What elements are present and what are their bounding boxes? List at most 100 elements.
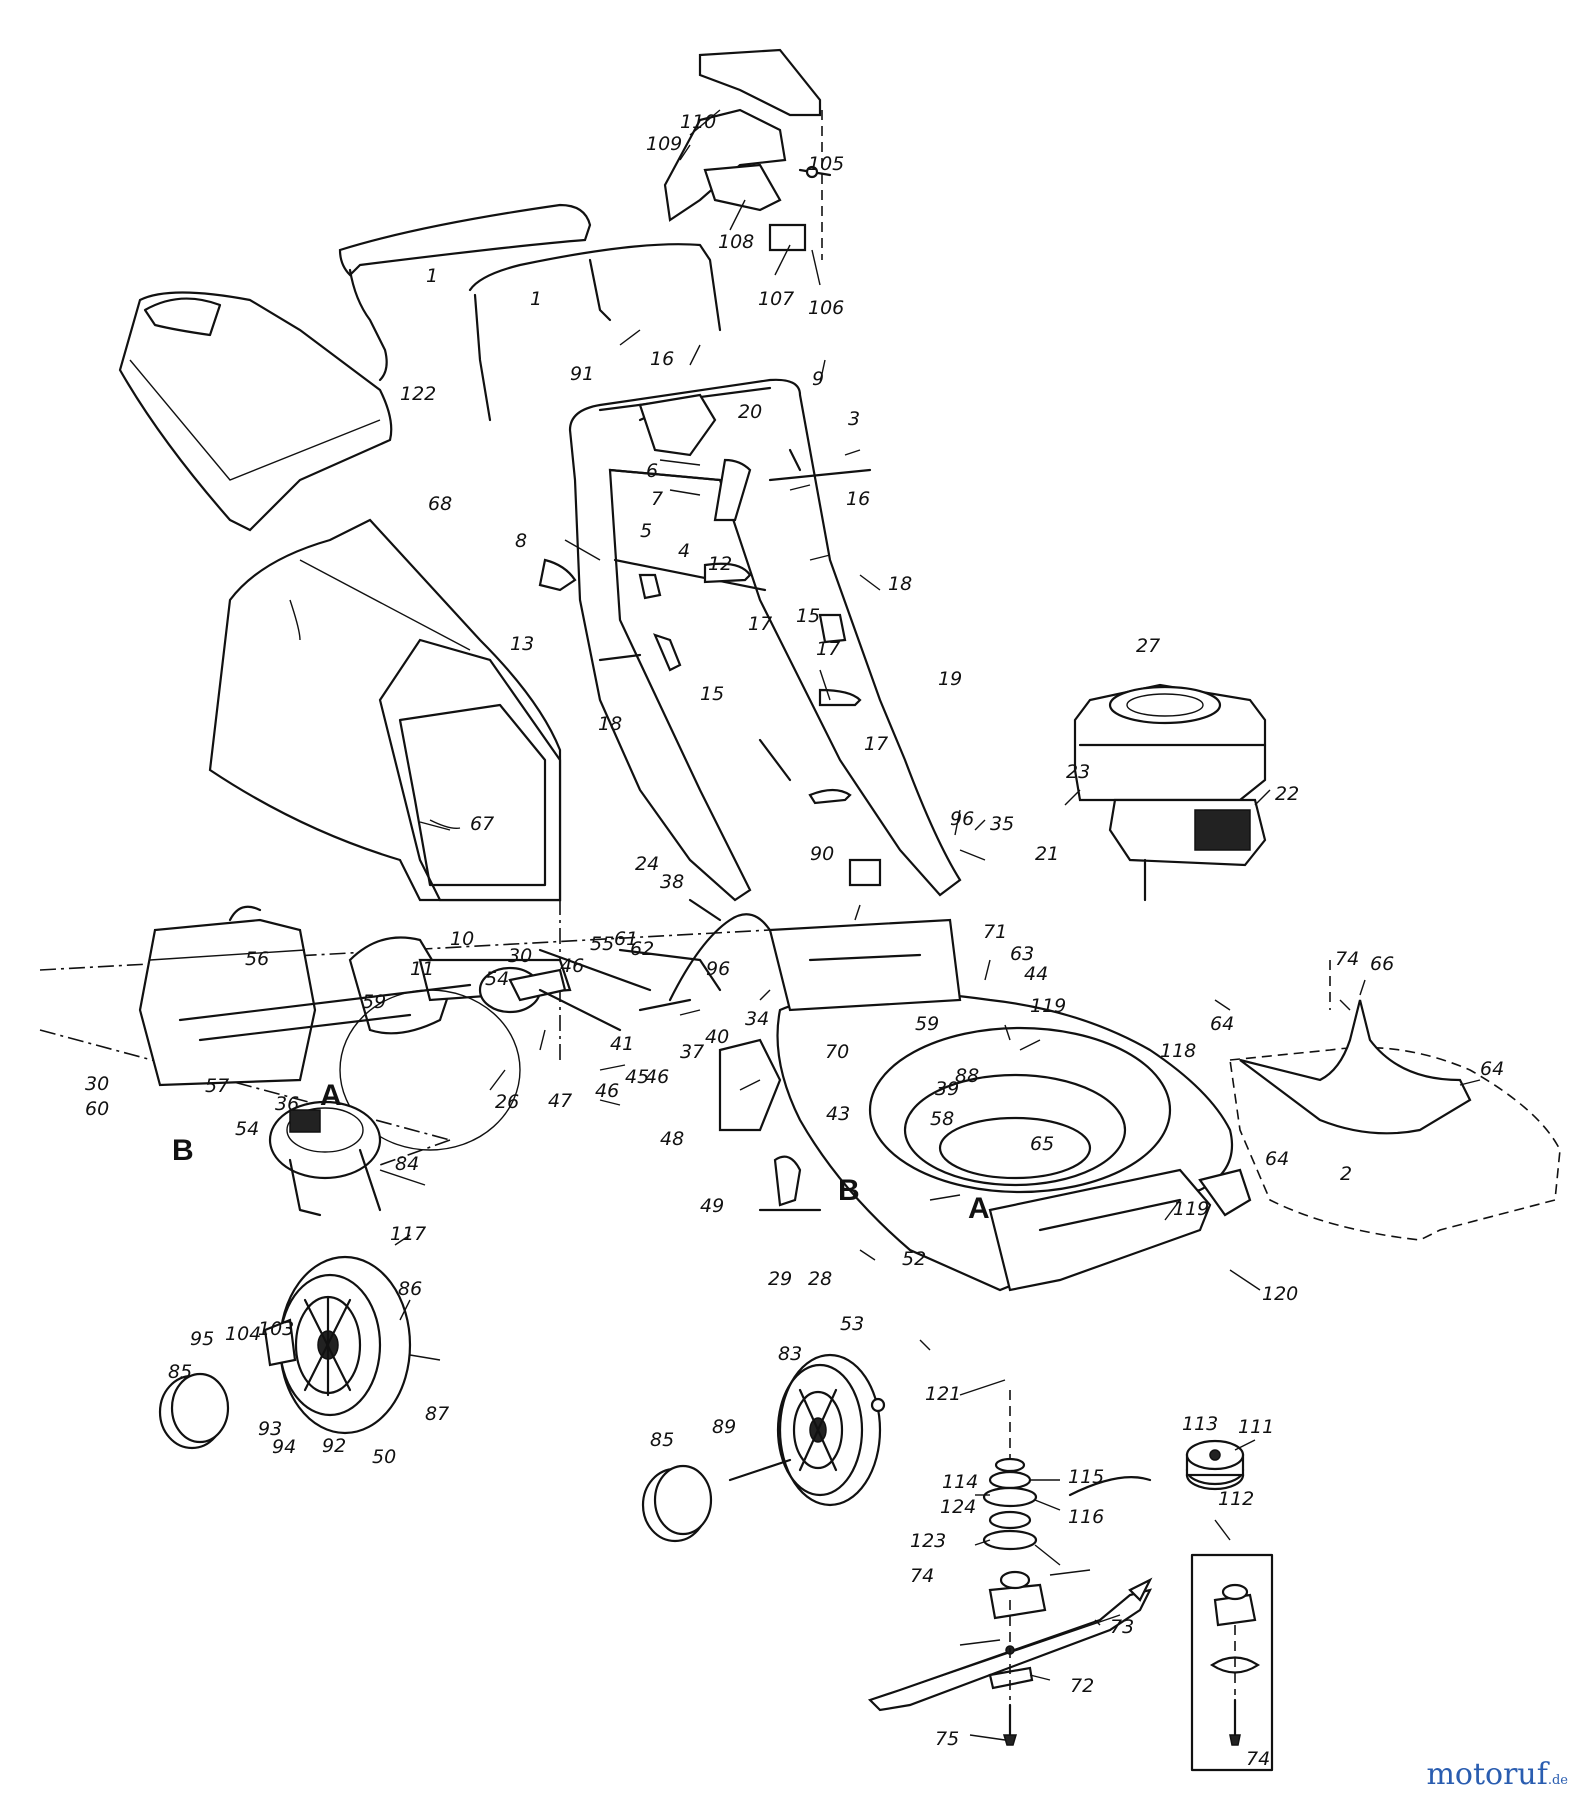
mower-deck: [776, 990, 1252, 1292]
callout-16a: 16: [650, 348, 674, 370]
upper-handle-bar-right: [468, 243, 722, 422]
callout-65: 65: [1030, 1133, 1054, 1155]
hubcap-left: [158, 1372, 230, 1450]
callout-116: 116: [1068, 1506, 1104, 1528]
callout-55: 55: [590, 933, 614, 955]
callout-2: 2: [1340, 1163, 1352, 1185]
callout-88: 88: [955, 1065, 979, 1087]
watermark-logo: motoruf.de: [1426, 1757, 1568, 1792]
engine: [1073, 683, 1267, 902]
callout-17a: 17: [748, 613, 772, 635]
callout-49: 49: [700, 1195, 724, 1217]
callout-72: 72: [1070, 1675, 1094, 1697]
callout-91: 91: [570, 363, 594, 385]
callout-23: 23: [1066, 761, 1090, 783]
callout-84: 84: [395, 1153, 419, 1175]
callout-93: 93: [258, 1418, 282, 1440]
callout-64c: 64: [1265, 1148, 1289, 1170]
callout-106: 106: [808, 297, 844, 319]
callout-64a: 64: [1210, 1013, 1234, 1035]
callout-64b: 64: [1480, 1058, 1504, 1080]
callout-75: 75: [935, 1728, 959, 1750]
callout-74c: 74: [1246, 1748, 1270, 1770]
callout-66: 66: [1370, 953, 1394, 975]
callout-20: 20: [738, 401, 762, 423]
callout-19: 19: [938, 668, 962, 690]
callout-1b: 1: [530, 288, 542, 310]
callout-37: 37: [680, 1041, 704, 1063]
callout-47: 47: [548, 1090, 572, 1112]
handle-hardware: [538, 448, 872, 805]
hubcap-right: [641, 1464, 713, 1543]
callout-28: 28: [808, 1268, 832, 1290]
callout-59a: 59: [362, 991, 386, 1013]
callout-74a: 74: [1335, 948, 1359, 970]
callout-119a: 119: [1030, 995, 1066, 1017]
callout-109: 109: [646, 133, 682, 155]
leader-lines: [379, 109, 1481, 1741]
callout-112: 112: [1218, 1488, 1254, 1510]
callout-26: 26: [495, 1091, 519, 1113]
callout-34: 34: [745, 1008, 769, 1030]
callout-87: 87: [425, 1403, 449, 1425]
callout-7: 7: [651, 488, 663, 510]
callout-41: 41: [610, 1033, 634, 1055]
rear-wheel: [263, 1255, 412, 1435]
callout-90: 90: [810, 843, 834, 865]
callout-12: 12: [708, 553, 732, 575]
control-panel-plate: [768, 858, 962, 1012]
callout-44: 44: [1024, 963, 1048, 985]
watermark-text: motoruf: [1426, 1757, 1548, 1792]
callout-73: 73: [1110, 1616, 1134, 1638]
callout-24: 24: [635, 853, 659, 875]
callout-86: 86: [398, 1278, 422, 1300]
callout-35: 35: [990, 813, 1014, 835]
reference-markers: A B B A: [172, 1079, 990, 1225]
main-handle-frame: [568, 378, 962, 902]
marker-b-right: B: [838, 1174, 860, 1207]
part-callouts: 110 109 105 108 107 106 1 1 122 91 16 20…: [85, 111, 1504, 1770]
callout-95: 95: [190, 1328, 214, 1350]
discharge-chute: [1229, 960, 1561, 1241]
callout-85b: 85: [650, 1429, 674, 1451]
callout-123: 123: [910, 1530, 946, 1552]
callout-120: 120: [1262, 1283, 1298, 1305]
wheel-height-adjuster: [268, 1100, 382, 1217]
callout-30a: 30: [508, 945, 532, 967]
callout-48: 48: [660, 1128, 684, 1150]
callout-92: 92: [322, 1435, 346, 1457]
callout-68: 68: [428, 493, 452, 515]
callout-115: 115: [1068, 1466, 1104, 1488]
callout-89: 89: [712, 1416, 736, 1438]
callout-85a: 85: [168, 1361, 192, 1383]
callout-118: 118: [1160, 1040, 1196, 1062]
callout-121: 121: [925, 1383, 961, 1405]
callout-45: 45: [625, 1066, 649, 1088]
callout-17c: 17: [864, 733, 888, 755]
callout-22: 22: [1275, 783, 1299, 805]
callout-113: 113: [1182, 1413, 1218, 1435]
callout-58: 58: [930, 1108, 954, 1130]
blade-adapter: [988, 1570, 1047, 1620]
callout-96b: 96: [706, 958, 730, 980]
callout-122: 122: [400, 383, 436, 405]
blade-bolt: [1002, 1600, 1018, 1746]
callout-52: 52: [902, 1248, 926, 1270]
callout-36: 36: [275, 1093, 299, 1115]
callout-105: 105: [808, 153, 844, 175]
rear-flap: [138, 905, 317, 1087]
callout-46a: 46: [560, 955, 584, 977]
callout-59b: 59: [915, 1013, 939, 1035]
front-wheel: [728, 1353, 886, 1507]
callout-110: 110: [680, 111, 716, 133]
callout-46b: 46: [645, 1066, 669, 1088]
callout-9: 9: [812, 368, 824, 390]
callout-60: 60: [85, 1098, 109, 1120]
callout-10: 10: [450, 928, 474, 950]
catcher-top-cover: [118, 291, 393, 532]
callout-117: 117: [390, 1223, 426, 1245]
callout-30b: 30: [85, 1073, 109, 1095]
callout-18b: 18: [598, 713, 622, 735]
callout-62: 62: [630, 938, 654, 960]
